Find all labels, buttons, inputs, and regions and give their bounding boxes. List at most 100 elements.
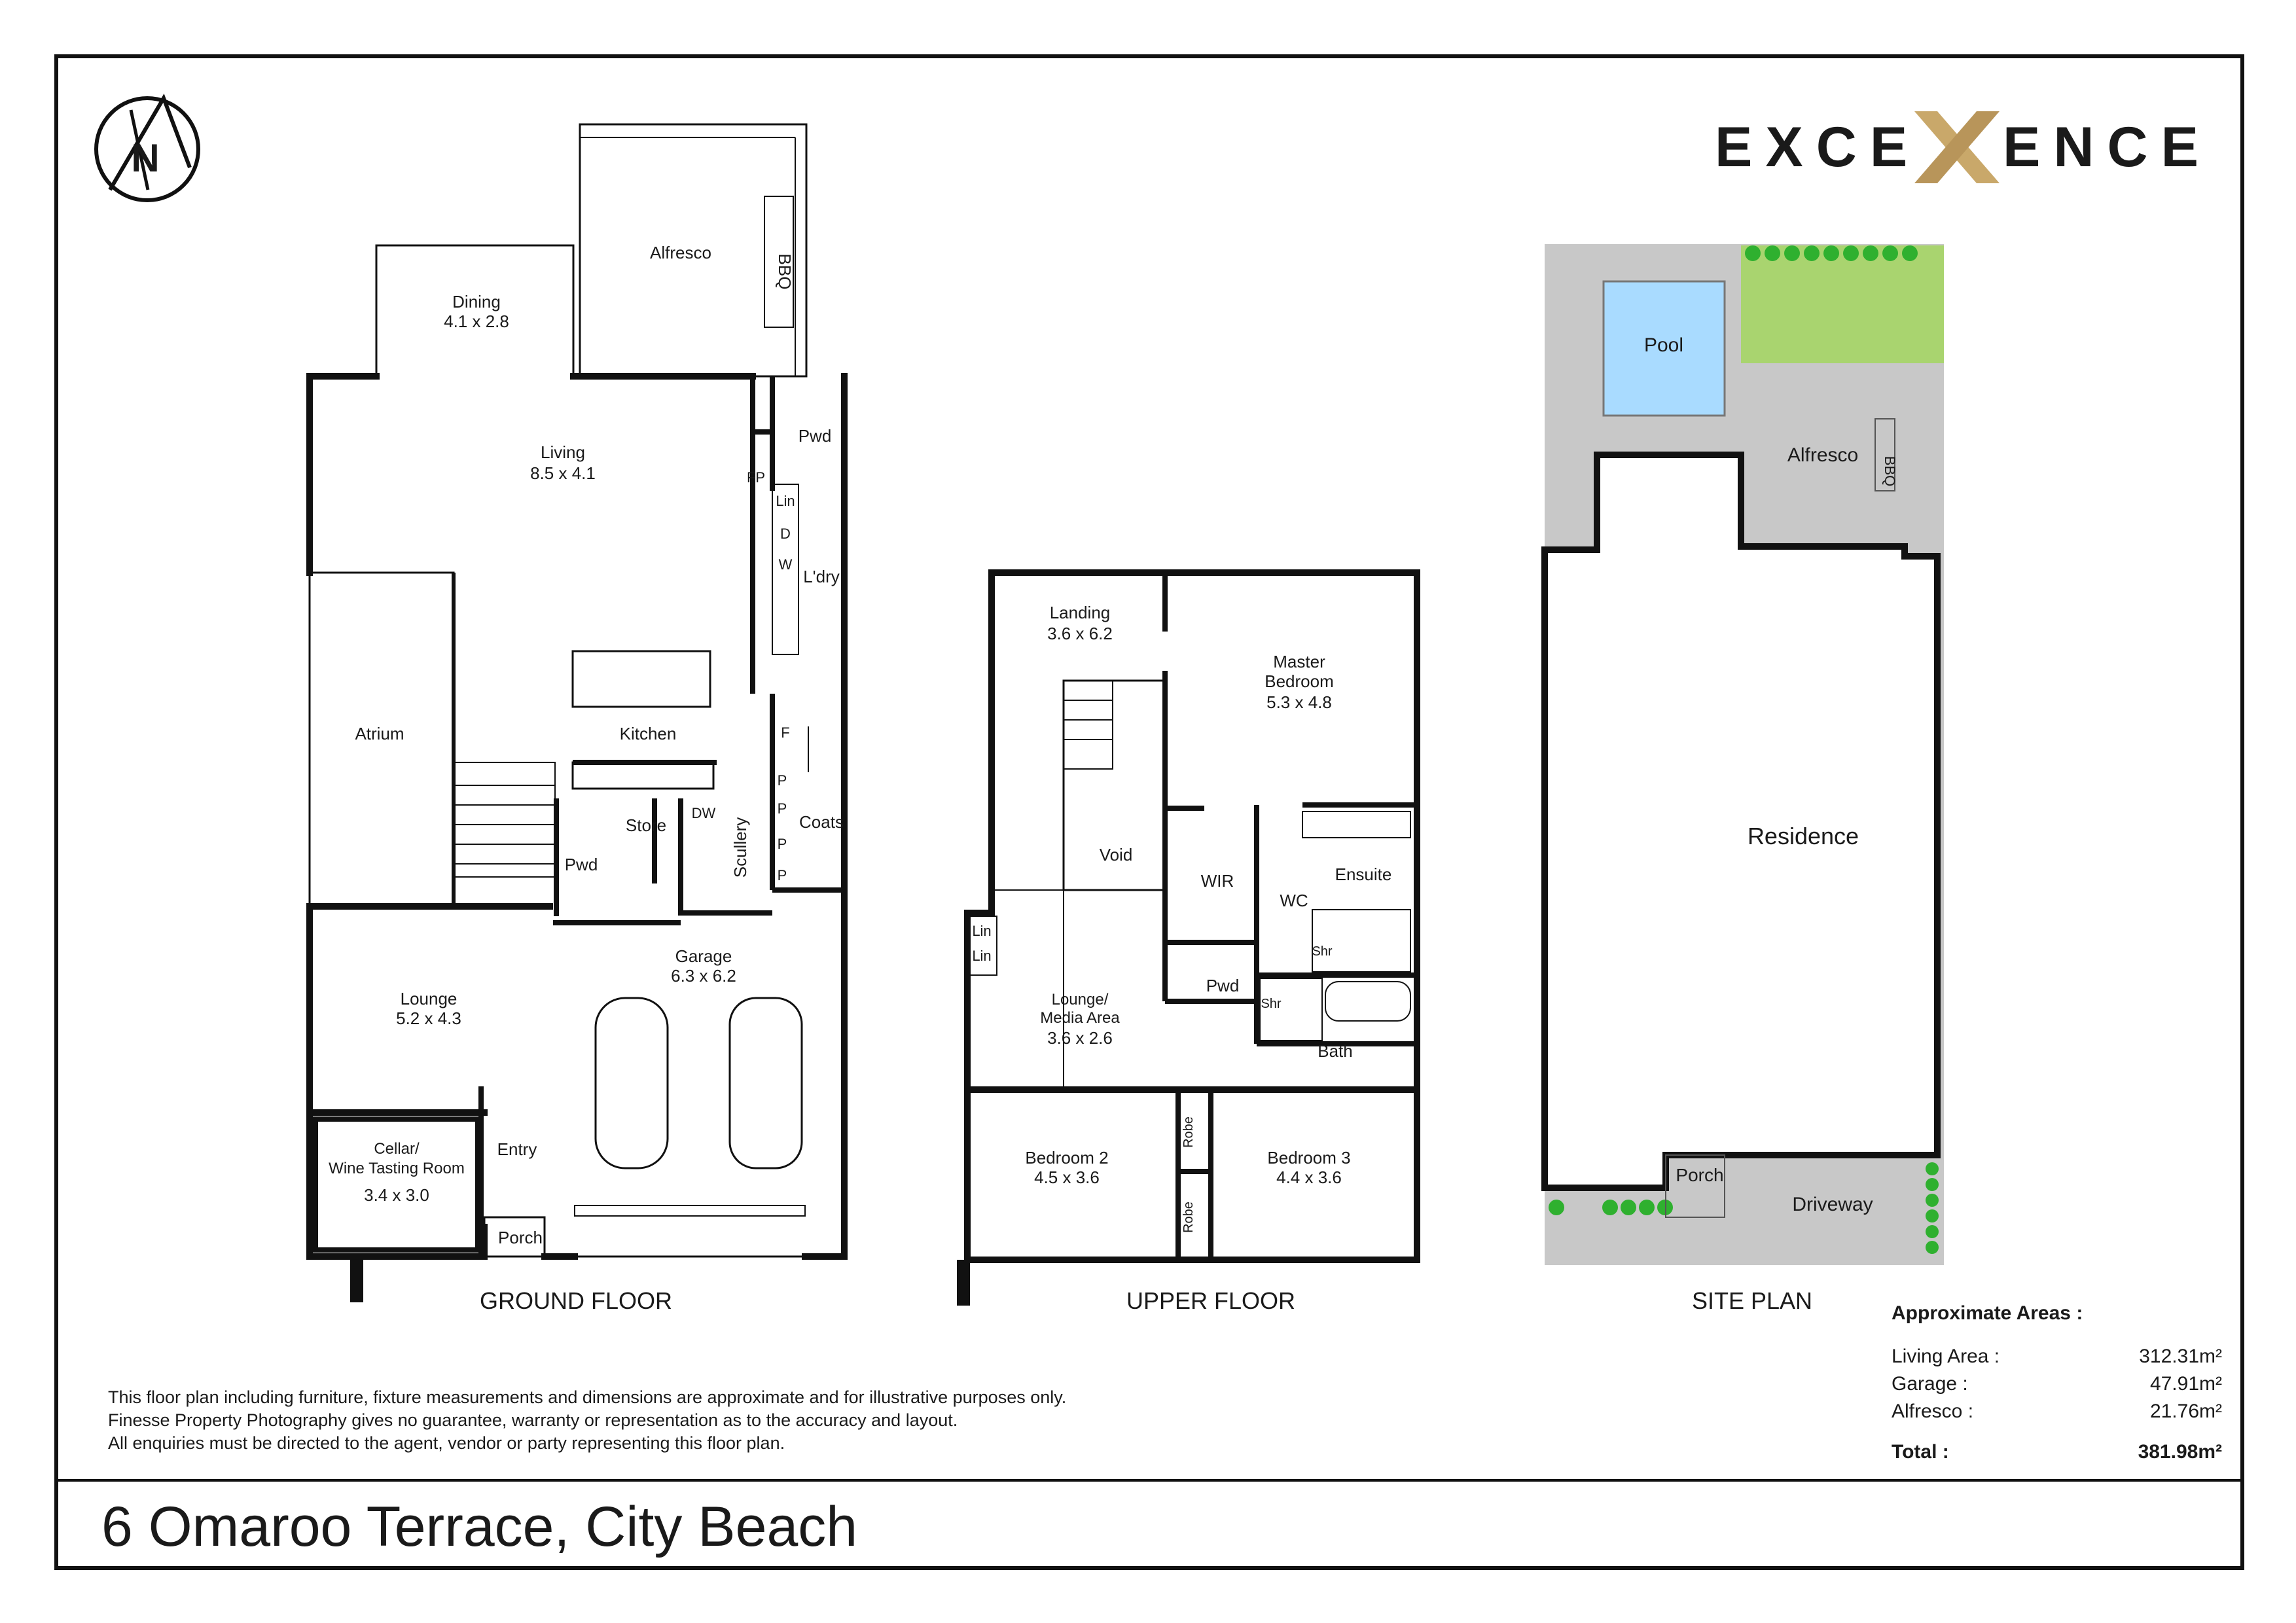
- pantry-label: P: [778, 867, 787, 883]
- lounge-size: 5.2 x 4.3: [396, 1008, 461, 1028]
- north-letter: N: [131, 136, 159, 180]
- upper-pwd-label: Pwd: [1206, 976, 1240, 995]
- living-label: Living: [541, 442, 585, 462]
- pantry-label: P: [778, 800, 787, 817]
- dining-label: Dining: [452, 292, 501, 312]
- master-size: 5.3 x 4.8: [1266, 692, 1332, 712]
- cellar-size: 3.4 x 3.0: [364, 1185, 429, 1205]
- kitchen-island: [571, 650, 711, 708]
- laundry-label: L'dry: [803, 567, 840, 586]
- brand-logo: EXCE ENCE: [1715, 111, 2198, 183]
- areas-table: Approximate Areas : Living Area : 312.31…: [1892, 1302, 2222, 1466]
- shr-label: Shr: [1312, 944, 1332, 959]
- lounge-media-size: 3.6 x 2.6: [1047, 1028, 1113, 1048]
- lounge-media-label: Lounge/: [1052, 991, 1109, 1008]
- w-label: W: [779, 556, 793, 573]
- ensuite-label: Ensuite: [1335, 865, 1392, 884]
- lin-label: Lin: [972, 948, 991, 964]
- cellar-room: [313, 1116, 480, 1253]
- pantry-label: P: [778, 772, 787, 789]
- areas-label: Garage :: [1892, 1373, 1968, 1395]
- areas-value: 21.76m²: [2149, 1400, 2222, 1422]
- bed3-size: 4.4 x 3.6: [1276, 1168, 1342, 1187]
- lounge-media-label: Media Area: [1040, 1009, 1120, 1027]
- lin-label: Lin: [776, 493, 795, 509]
- kitchen-label: Kitchen: [620, 724, 677, 743]
- areas-total-row: Total : 381.98m²: [1892, 1438, 2222, 1466]
- lin-cupboard: [967, 916, 997, 976]
- wir-label: WIR: [1201, 871, 1234, 891]
- master-label: Master: [1273, 652, 1325, 671]
- dining-size: 4.1 x 2.8: [444, 312, 509, 331]
- site-plan-labels: Pool Alfresco BBQ Residence Porch Drivew…: [1644, 334, 1898, 1314]
- ground-stairs: [453, 726, 809, 878]
- upper-floor-plan: [957, 569, 1420, 1306]
- disclaimer: This floor plan including furniture, fix…: [108, 1386, 1066, 1455]
- lounge-label: Lounge: [401, 989, 457, 1008]
- pwd-low-label: Pwd: [565, 855, 598, 874]
- fp-label: FP: [747, 469, 765, 486]
- upper-stairs: [992, 680, 1113, 1090]
- bbq-counter: [764, 196, 794, 328]
- site-bbq: [1874, 418, 1895, 491]
- bed3-label: Bedroom 3: [1267, 1148, 1350, 1168]
- bed2-label: Bedroom 2: [1025, 1148, 1108, 1168]
- bbq-label: BBQ: [775, 254, 795, 290]
- site-plan-title: SITE PLAN: [1692, 1287, 1812, 1314]
- kitchen-counter: [571, 761, 715, 790]
- ground-floor-plan: [306, 123, 848, 1302]
- pool-label: Pool: [1644, 334, 1683, 356]
- pantry-label: P: [778, 836, 787, 852]
- cellar-label: Wine Tasting Room: [329, 1160, 465, 1177]
- upper-floor-title: UPPER FLOOR: [1126, 1287, 1295, 1314]
- coats-label: Coats: [799, 812, 844, 832]
- living-size: 8.5 x 4.1: [530, 463, 596, 483]
- garage-door: [574, 1205, 806, 1217]
- hedge: [1549, 245, 1939, 1254]
- site-bbq-label: BBQ: [1882, 456, 1898, 486]
- ground-porch: [483, 1216, 546, 1258]
- car-icon: [594, 997, 803, 1169]
- disclaimer-line: This floor plan including furniture, fix…: [108, 1387, 1067, 1407]
- lawn: [1741, 245, 1944, 363]
- site-plan: [1541, 244, 1944, 1265]
- areas-total-label: Total :: [1892, 1441, 1949, 1463]
- pwd-top-label: Pwd: [798, 426, 832, 446]
- areas-value: 312.31m²: [2139, 1346, 2222, 1367]
- disclaimer-line: Finesse Property Photography gives no gu…: [108, 1410, 958, 1430]
- brand-text-right: ENCE: [2003, 116, 2212, 179]
- shower-ensuite: [1312, 909, 1411, 972]
- ground-floor-title: GROUND FLOOR: [480, 1287, 672, 1314]
- pool: [1602, 280, 1726, 417]
- garage-size: 6.3 x 6.2: [671, 966, 736, 986]
- areas-label: Alfresco :: [1892, 1400, 1974, 1422]
- scullery-label: Scullery: [730, 817, 750, 878]
- site-porch-label: Porch: [1676, 1165, 1723, 1185]
- areas-row: Living Area : 312.31m²: [1892, 1343, 2222, 1370]
- dw-label: DW: [692, 805, 716, 821]
- ground-floor-labels: Alfresco BBQ Dining 4.1 x 2.8 Living 8.5…: [329, 243, 844, 1314]
- landing-size: 3.6 x 6.2: [1047, 624, 1113, 643]
- shr-label: Shr: [1261, 997, 1281, 1011]
- d-label: D: [780, 526, 791, 542]
- atrium-label: Atrium: [355, 724, 404, 743]
- robe-label: Robe: [1181, 1116, 1196, 1148]
- property-address: 6 Omaroo Terrace, City Beach: [101, 1495, 858, 1558]
- store-label: Store: [626, 815, 666, 835]
- bath-label: Bath: [1318, 1041, 1353, 1061]
- laundry-counter: [772, 484, 799, 655]
- residence-label: Residence: [1748, 823, 1859, 849]
- ensuite-vanity: [1302, 811, 1411, 838]
- void-label: Void: [1100, 845, 1133, 865]
- areas-value: 47.91m²: [2149, 1373, 2222, 1395]
- residence-outline: [1541, 452, 1941, 1191]
- site-porch: [1665, 1154, 1725, 1218]
- wc-label: WC: [1280, 891, 1308, 910]
- brand-text-left: EXCE: [1715, 116, 1921, 179]
- void-area: [1062, 679, 1166, 891]
- areas-total-value: 381.98m²: [2138, 1441, 2222, 1463]
- dining-bay: [375, 244, 575, 376]
- brand-monogram-icon: [1914, 111, 2000, 183]
- shower-pwd: [1259, 978, 1323, 1041]
- landing-label: Landing: [1050, 603, 1111, 622]
